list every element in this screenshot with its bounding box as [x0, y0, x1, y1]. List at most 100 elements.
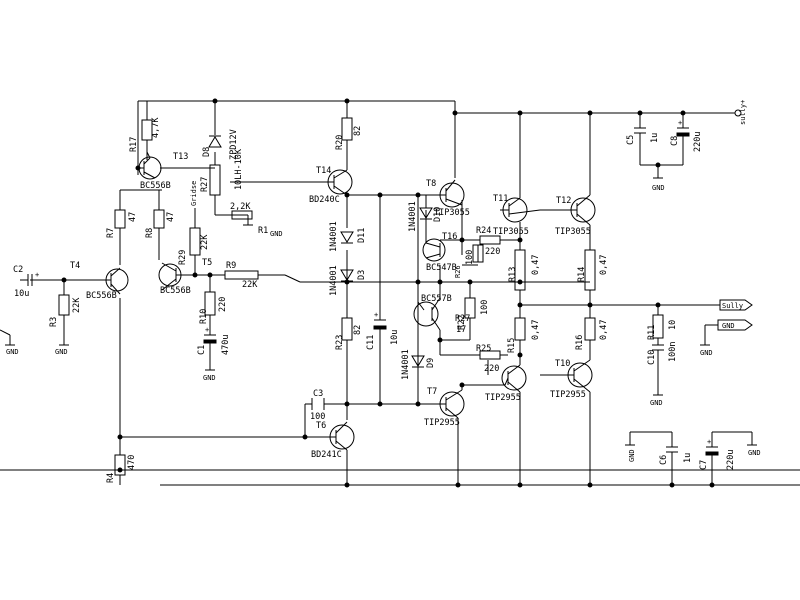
label-c2: C2: [13, 265, 23, 275]
label-d3-value: 1N4001: [329, 265, 339, 296]
label-r27b-value: 17: [456, 325, 466, 335]
label-bd241c: BD241C: [311, 450, 342, 460]
label-t8: T8: [426, 179, 436, 189]
resistor-r8: [153, 209, 165, 229]
label-r14-value: 0,47: [599, 255, 609, 275]
label-r13: R13: [508, 267, 518, 282]
capacitors: + + + +: [20, 119, 719, 465]
label-bc556b-t4: BC556B: [86, 291, 117, 301]
capacitor-c5: [634, 127, 646, 145]
label-c11-value: 10u: [390, 330, 400, 345]
resistor-r14: [584, 249, 596, 291]
label-t10: T10: [555, 359, 570, 369]
label-gnd-2: GND: [55, 348, 68, 356]
svg-text:+: +: [35, 271, 39, 279]
label-gnd-c5: GND: [652, 184, 665, 192]
transistor-t16: [422, 238, 446, 262]
label-r11-value: 10: [668, 320, 678, 330]
label-r26: R26: [454, 265, 462, 278]
label-gnd-c6: GND: [628, 449, 636, 462]
label-d8: D8: [202, 147, 212, 157]
svg-text:+: +: [707, 438, 711, 446]
label-r15: R15: [507, 338, 517, 353]
junction-dots: [61, 98, 715, 488]
label-r27-pot: R27: [200, 177, 210, 192]
label-c7: C7: [699, 460, 709, 470]
capacitor-c3: [311, 398, 325, 410]
label-c8: C8: [670, 136, 680, 146]
label-tip3055-t11: TIP3055: [493, 227, 529, 237]
capacitor-c7: +: [705, 438, 719, 465]
label-c6-value: 1u: [683, 453, 693, 463]
transistor-t5a: [158, 262, 182, 291]
label-r10: R10: [199, 309, 209, 324]
label-gnd-1: GND: [6, 348, 19, 356]
label-r16: R16: [575, 335, 585, 350]
diodes: [208, 135, 433, 368]
resistor-r17: [141, 119, 153, 141]
label-gnd-c10: GND: [650, 399, 663, 407]
label-c3-value: 100: [310, 412, 325, 422]
label-r14: R14: [577, 267, 587, 282]
output-connectors: [717, 109, 753, 331]
resistor-r20: [341, 117, 353, 141]
label-tip2955-t10: TIP2955: [550, 390, 586, 400]
diode-d3: [340, 269, 354, 282]
resistors: [58, 117, 664, 476]
label-d10: D10: [433, 207, 443, 222]
label-tip3055-t12: TIP3055: [555, 227, 591, 237]
ground-symbols: [5, 177, 757, 446]
label-gnd-out: GND: [700, 349, 713, 357]
label-r20: R20: [335, 135, 345, 150]
label-gnd-c7: GND: [748, 449, 761, 457]
label-c5: C5: [626, 135, 636, 145]
label-bc556b-t13: BC556B: [140, 181, 171, 191]
label-tip2955-t9: TIP2955: [485, 393, 521, 403]
label-output-signal: Sully: [722, 302, 743, 310]
resistor-r25: [479, 350, 501, 360]
label-tip3055-t8: TIP3055: [434, 208, 470, 218]
transistor-t4: [105, 267, 129, 295]
transistor-t15: [413, 297, 441, 331]
transistor-t13: [138, 151, 162, 180]
label-c2-value: 10u: [14, 289, 29, 299]
label-d10-value: 1N4001: [408, 201, 418, 232]
transistor-t8: [439, 179, 465, 208]
label-r10-value: 220: [218, 297, 228, 312]
label-r17-value: 4,7K: [151, 117, 161, 138]
label-r13-value: 0,47: [531, 255, 541, 275]
resistor-r15: [514, 317, 526, 341]
diode-d10: [419, 207, 433, 220]
label-gnd-r1: GND: [270, 230, 283, 238]
label-r27b: R27: [455, 314, 470, 324]
label-r24-value: 220: [485, 247, 500, 257]
resistor-r22: [464, 297, 476, 319]
label-c1: C1: [197, 345, 207, 355]
transistor-t12: [570, 194, 596, 226]
svg-text:+: +: [374, 311, 378, 319]
label-r29-value: 22K: [200, 234, 210, 250]
resistor-r29: [189, 227, 201, 256]
label-r16-value: 0,47: [599, 320, 609, 340]
capacitor-c10: [652, 344, 664, 362]
wires: [0, 100, 800, 486]
label-gridse: Gridse: [190, 181, 198, 206]
label-r27-pot-value: 10LH-10K: [234, 148, 244, 190]
label-d3: D3: [357, 270, 367, 280]
label-tip2955-t7: TIP2955: [424, 418, 460, 428]
resistor-r9: [224, 270, 259, 280]
label-r9: R9: [226, 261, 236, 271]
label-r9-value: 22K: [242, 280, 258, 290]
label-c10: C10: [647, 350, 657, 365]
label-r15-value: 0,47: [531, 320, 541, 340]
label-r23: R23: [335, 335, 345, 350]
label-r17: R17: [129, 137, 139, 152]
label-c7-value: 220u: [726, 450, 736, 470]
label-d9-value: 1N4001: [401, 349, 411, 380]
transistor-t9: [501, 364, 527, 393]
transistor-t14: [325, 169, 353, 196]
label-output-gnd: GND: [722, 322, 735, 330]
label-r25: R25: [476, 344, 491, 354]
label-c6: C6: [659, 455, 669, 465]
label-t7: T7: [427, 387, 437, 397]
